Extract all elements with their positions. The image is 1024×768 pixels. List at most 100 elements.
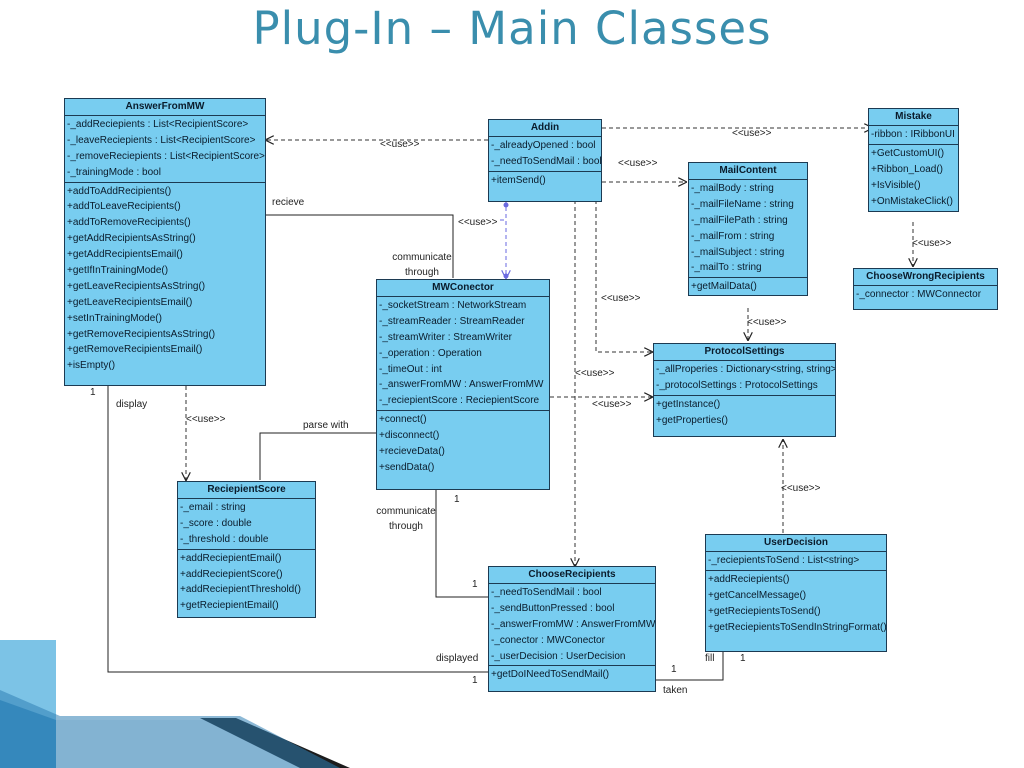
attribute: -_leaveReciepients : List<RecipientScore… (67, 134, 256, 146)
label-use-mail-proto: <<use>> (747, 317, 787, 328)
method: +getLeaveRecipientsAsString() (67, 280, 206, 292)
method: +recieveData() (379, 446, 445, 458)
label-use-addin-mistake: <<use>> (732, 128, 772, 139)
class-name: ChooseRecipients (489, 567, 655, 584)
label-communicate-through-1: communicate through (392, 252, 452, 278)
attribute: -_mailSubject : string (691, 246, 785, 258)
class-mwconector[interactable]: MWConector -_socketStream : NetworkStrea… (376, 279, 550, 490)
attribute: -_mailFilePath : string (691, 214, 788, 226)
attribute: -_alreadyOpened : bool (491, 140, 596, 151)
attributes: -_alreadyOpened : bool -_needToSendMail … (489, 137, 601, 172)
method: +OnMistakeClick() (871, 195, 953, 207)
method: +getMailData() (691, 281, 757, 293)
attribute: -_needToSendMail : bool (491, 587, 602, 598)
method: +getCancelMessage() (708, 589, 807, 601)
attribute: -_reciepientScore : ReciepientScore (379, 395, 540, 407)
class-answerfrommw[interactable]: AnswerFromMW -_addReciepients : List<Rec… (64, 98, 266, 386)
methods: +GetCustomUI() +Ribbon_Load() +IsVisible… (869, 145, 958, 211)
mult-conn: 1 (454, 494, 460, 505)
attribute: -_mailTo : string (691, 262, 762, 274)
attribute: -_streamWriter : StreamWriter (379, 331, 512, 343)
method: +getReciepientEmail() (180, 600, 279, 612)
attribute: -_operation : Operation (379, 347, 482, 359)
method: +getRemoveRecipientsEmail() (67, 344, 203, 356)
attribute: -_mailFileName : string (691, 198, 794, 210)
methods: +addReciepients() +getCancelMessage() +g… (706, 571, 886, 637)
method: +setInTrainingMode() (67, 312, 162, 324)
class-userdecision[interactable]: UserDecision -_reciepientsToSend : List<… (705, 534, 887, 652)
methods: +addReciepientEmail() +addReciepientScor… (178, 550, 315, 616)
method: +getIfInTrainingMode() (67, 265, 169, 277)
attributes: -_allProperies : Dictionary<string, stri… (654, 361, 835, 396)
attribute: -ribbon : IRibbonUI (871, 129, 955, 140)
class-addin[interactable]: Addin -_alreadyOpened : bool -_needToSen… (488, 119, 602, 202)
attribute: -_threshold : double (180, 533, 269, 545)
label-use-answer-score: <<use>> (186, 414, 226, 425)
label-use-mistake-cwr: <<use>> (912, 238, 952, 249)
class-chooserecipients[interactable]: ChooseRecipients -_needToSendMail : bool… (488, 566, 656, 692)
label-taken: taken (663, 685, 688, 696)
class-name: MWConector (377, 280, 549, 297)
method: +addReciepientScore() (180, 568, 283, 580)
attribute: -_conector : MWConector (491, 634, 605, 646)
methods: +addToAddRecipients() +addToLeaveRecipie… (65, 183, 265, 376)
attributes: -ribbon : IRibbonUI (869, 126, 958, 145)
attribute: -_reciepientsToSend : List<string> (708, 555, 860, 566)
attributes: -_reciepientsToSend : List<string> (706, 552, 886, 571)
attributes: -_addReciepients : List<RecipientScore> … (65, 116, 265, 183)
method: +itemSend() (491, 174, 546, 186)
attribute: -_removeReciepients : List<RecipientScor… (67, 150, 265, 162)
slide-title: Plug-In – Main Classes (252, 2, 772, 55)
attribute: -_allProperies : Dictionary<string, stri… (656, 364, 835, 375)
attribute: -_sendButtonPressed : bool (491, 602, 615, 614)
class-mailcontent[interactable]: MailContent -_mailBody : string -_mailFi… (688, 162, 808, 296)
method: +getAddRecipientsEmail() (67, 249, 183, 261)
assoc-answer-choose (107, 386, 488, 673)
label-use-addin-mail: <<use>> (618, 158, 658, 169)
attribute: -_answerFromMW : AnswerFromMW (379, 379, 544, 391)
dep-addin-proto (595, 200, 652, 352)
method: +addReciepients() (708, 573, 790, 585)
class-name: Mistake (869, 109, 958, 126)
class-reciepientscore[interactable]: ReciepientScore -_email : string -_score… (177, 481, 316, 618)
attribute: -_answerFromMW : AnswerFromMW (491, 618, 655, 630)
attributes: -_connector : MWConnector (854, 286, 997, 304)
attribute: -_timeOut : int (379, 363, 442, 375)
class-name: UserDecision (706, 535, 886, 552)
method: +addToLeaveRecipients() (67, 201, 181, 213)
mult-user-taken: 1 (671, 664, 677, 675)
label-display: display (116, 399, 148, 410)
method: +getInstance() (656, 398, 721, 410)
method: +getReciepientsToSendInStringFormat() (708, 621, 886, 633)
assoc-conn-choose (435, 490, 488, 598)
label-recieve: recieve (272, 197, 305, 208)
method: +getReciepientsToSend() (708, 605, 821, 617)
method: +addToRemoveRecipients() (67, 217, 191, 229)
method: +addReciepientEmail() (180, 552, 282, 564)
class-choosewrongrecipients[interactable]: ChooseWrongRecipients -_connector : MWCo… (853, 268, 998, 310)
assoc-recieve (266, 214, 454, 278)
attribute: -_needToSendMail : bool (491, 155, 601, 167)
method: +Ribbon_Load() (871, 163, 943, 175)
method: +connect() (379, 414, 427, 426)
label-use-user-proto: <<use>> (781, 483, 821, 494)
method: +getLeaveRecipientsEmail() (67, 296, 193, 308)
class-name: MailContent (689, 163, 807, 180)
mult-choose-conn: 1 (472, 579, 478, 590)
attribute: -_mailFrom : string (691, 230, 775, 242)
assoc-parse-with (259, 432, 376, 480)
label-displayed: displayed (436, 653, 479, 664)
class-name: ReciepientScore (178, 482, 315, 499)
method: +addReciepientThreshold() (180, 584, 301, 596)
mult-answer: 1 (90, 387, 96, 398)
methods: +getMailData() (689, 278, 807, 296)
attributes: -_email : string -_score : double -_thre… (178, 499, 315, 550)
class-protocolsettings[interactable]: ProtocolSettings -_allProperies : Dictio… (653, 343, 836, 437)
method: +isEmpty() (67, 360, 116, 372)
class-mistake[interactable]: Mistake -ribbon : IRibbonUI +GetCustomUI… (868, 108, 959, 212)
attributes: -_mailBody : string -_mailFileName : str… (689, 180, 807, 279)
label-use-addin-proto: <<use>> (601, 293, 641, 304)
label-use-addin-choose: <<use>> (575, 368, 615, 379)
attribute: -_addReciepients : List<RecipientScore> (67, 119, 249, 130)
method: +addToAddRecipients() (67, 185, 172, 197)
